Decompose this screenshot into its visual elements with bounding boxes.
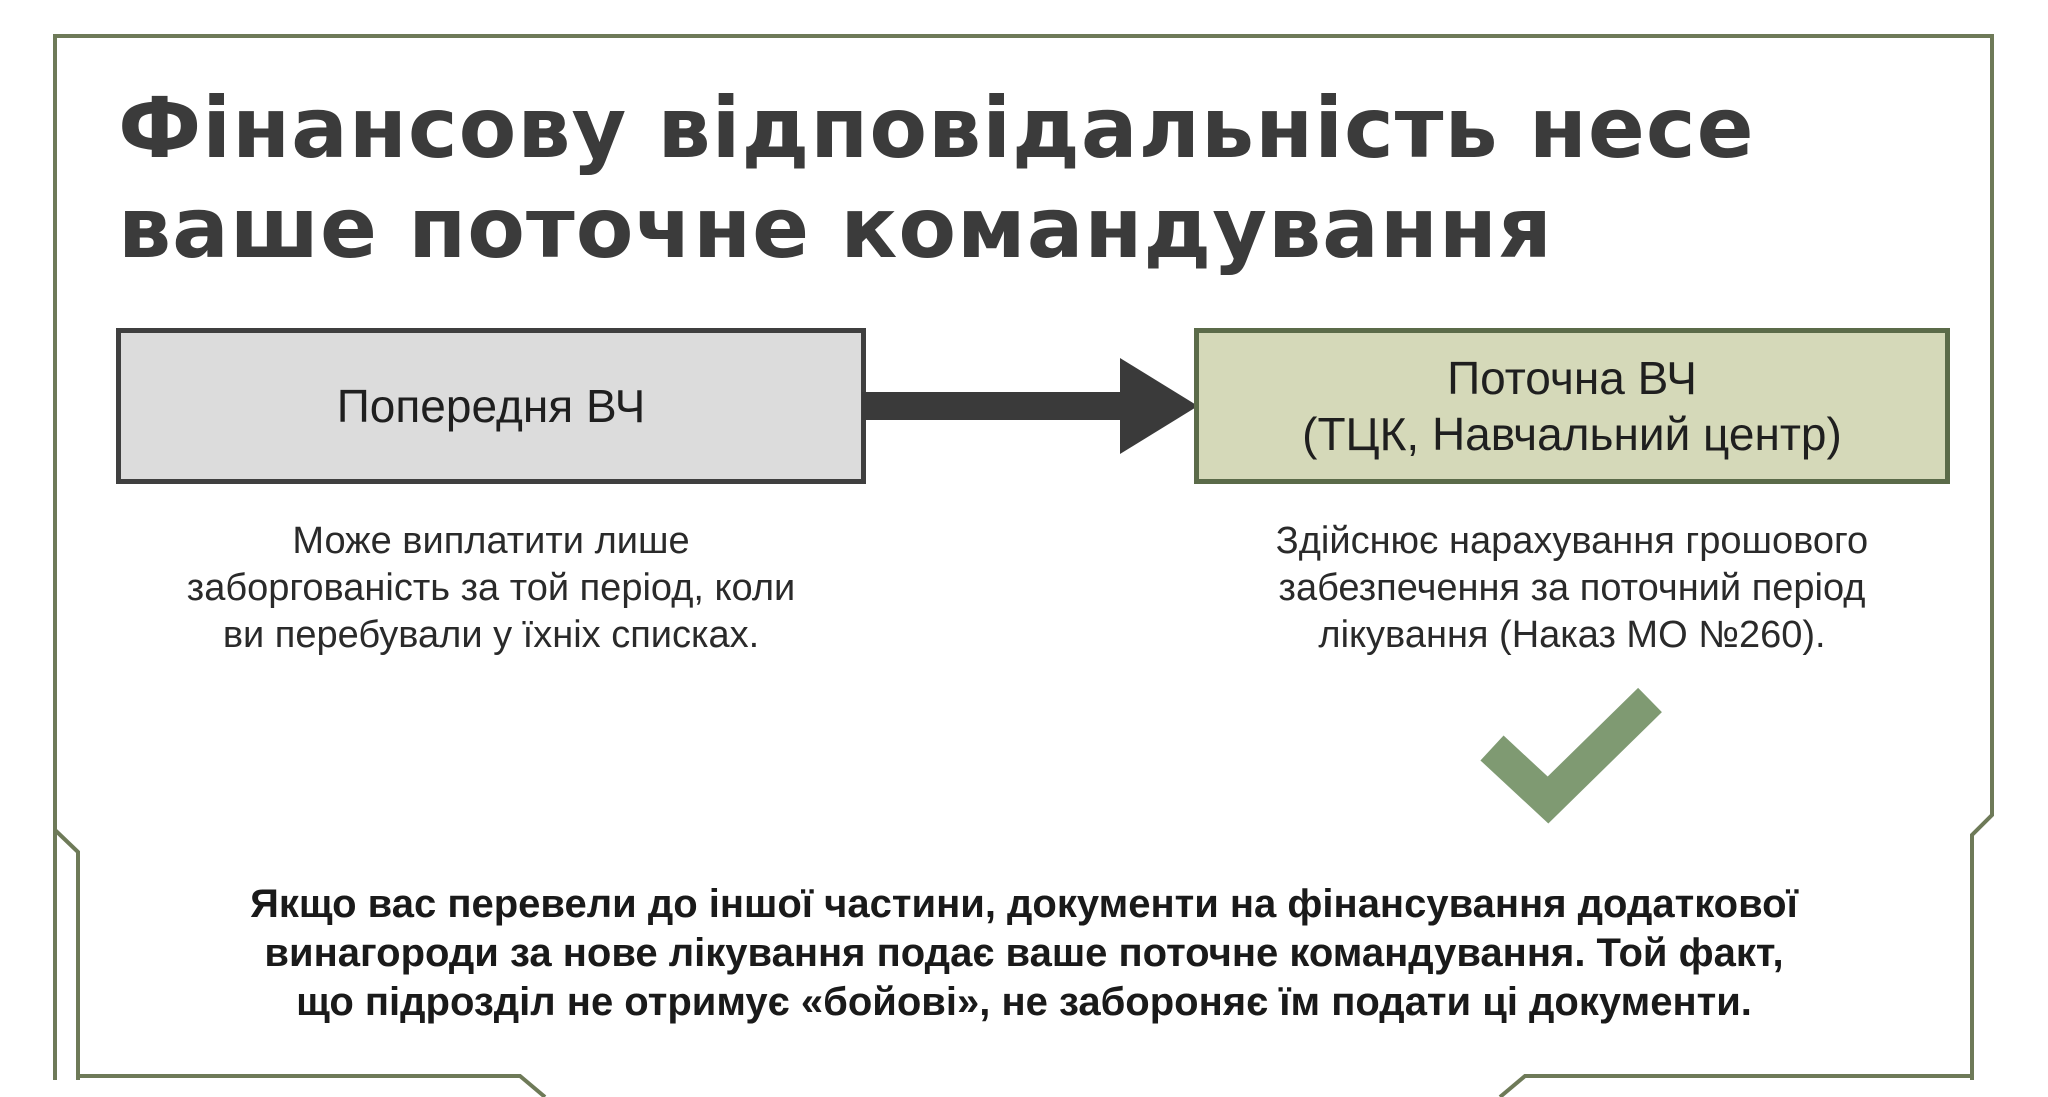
previous-unit-description-line: заборгованість за той період, коли [186,567,796,609]
previous-unit-label: Попередня ВЧ [336,380,646,432]
page-title-line-1: Фінансову відповідальність несе [118,79,1755,177]
arrow-right-icon [862,358,1198,454]
current-unit-label-line-2: (ТЦК, Навчальний центр) [1302,408,1842,460]
current-unit-description-line: забезпечення за поточний період [1278,567,1866,609]
transfer-note-line: винагороди за нове лікування подає ваше … [264,931,1784,975]
previous-unit-description-line: ви перебували у їхніх списках. [222,614,760,656]
current-unit-description-line: лікування (Наказ МО №260). [1318,614,1826,656]
current-unit-description-line: Здійснює нарахування грошового [1275,520,1869,562]
checkmark-icon [1480,687,1662,824]
transfer-note-line: Якщо вас перевели до іншої частини, доку… [250,882,1798,926]
current-unit-description: Здійснює нарахування грошового забезпече… [1194,518,1950,659]
previous-unit-box: Попередня ВЧ [116,328,866,484]
current-unit-label-line-1: Поточна ВЧ [1447,352,1697,404]
current-unit-box: Поточна ВЧ (ТЦК, Навчальний центр) [1194,328,1950,484]
transfer-note: Якщо вас перевели до іншої частини, доку… [90,880,1958,1027]
transfer-note-line: що підрозділ не отримує «бойові», не заб… [296,980,1752,1024]
previous-unit-description-line: Може виплатити лише [292,520,690,562]
page-title-line-2: ваше поточне командування [118,179,1553,277]
page-title: Фінансову відповідальність несе ваше пот… [118,78,1898,278]
previous-unit-description: Може виплатити лише заборгованість за то… [116,518,866,659]
